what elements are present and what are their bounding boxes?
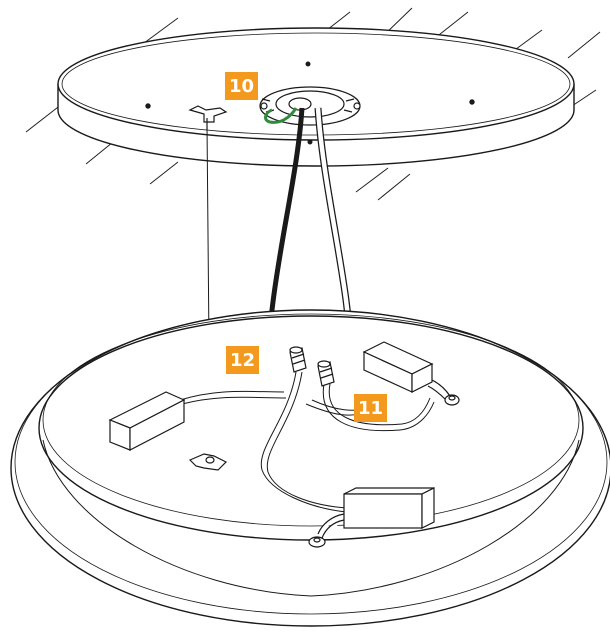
led-driver-box-bottom-icon <box>343 487 435 529</box>
led-driver-box-right-icon <box>362 341 434 393</box>
fixture-base-icon <box>10 309 610 627</box>
step-badge-11-bg <box>354 394 387 422</box>
terminal-connector-bottom-icon <box>308 513 345 548</box>
step-badge-10: 10 <box>228 75 255 97</box>
base-bracket-icon <box>188 453 228 471</box>
step-badge-11: 11 <box>357 397 384 419</box>
junction-hub-icon <box>259 86 361 126</box>
step-badge-12: 12 <box>229 349 256 371</box>
step-badge-10-bg <box>225 72 258 100</box>
ground-wire <box>264 107 298 124</box>
internal-wiring <box>179 371 435 513</box>
led-driver-box-left-icon <box>108 391 186 451</box>
wire-nut-right-icon <box>317 360 335 387</box>
step-badge-12-bg <box>226 346 259 374</box>
terminal-connector-right-icon <box>427 379 460 406</box>
wire-nut-left-icon <box>289 346 307 373</box>
